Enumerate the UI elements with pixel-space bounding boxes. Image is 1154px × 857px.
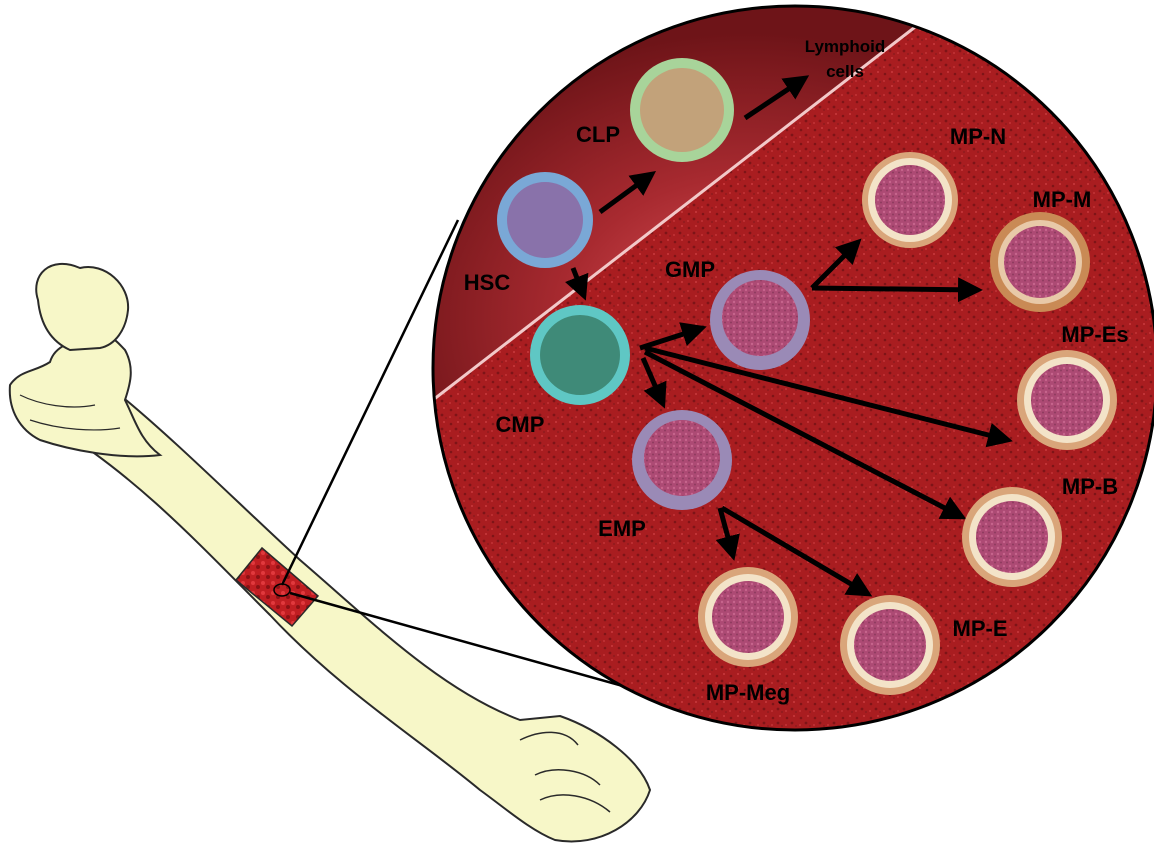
cell-hsc xyxy=(497,172,593,268)
cell-cmp xyxy=(530,305,630,405)
label-mp-b: MP-B xyxy=(1062,474,1118,499)
cell-mp-m xyxy=(990,212,1090,312)
label-lymphoid-line2: cells xyxy=(826,62,864,81)
cell-emp xyxy=(632,410,732,510)
cell-gmp xyxy=(710,270,810,370)
label-clp: CLP xyxy=(576,122,620,147)
arrow-gmp-mp-m xyxy=(812,288,978,290)
label-emp: EMP xyxy=(598,516,646,541)
label-mp-m: MP-M xyxy=(1033,187,1092,212)
label-mp-n: MP-N xyxy=(950,124,1006,149)
label-cmp: CMP xyxy=(496,412,545,437)
cell-mp-es xyxy=(1017,350,1117,450)
label-hsc: HSC xyxy=(464,270,511,295)
cell-clp xyxy=(630,58,734,162)
cell-mp-n xyxy=(862,152,958,248)
cell-mp-e xyxy=(840,595,940,695)
label-mp-e: MP-E xyxy=(953,616,1008,641)
cell-mp-b xyxy=(962,487,1062,587)
label-lymphoid-line1: Lymphoid xyxy=(805,37,886,56)
zoom-line-upper xyxy=(282,220,458,585)
label-mp-meg: MP-Meg xyxy=(706,680,790,705)
label-gmp: GMP xyxy=(665,257,715,282)
cell-mp-meg xyxy=(698,567,798,667)
label-mp-es: MP-Es xyxy=(1061,322,1128,347)
